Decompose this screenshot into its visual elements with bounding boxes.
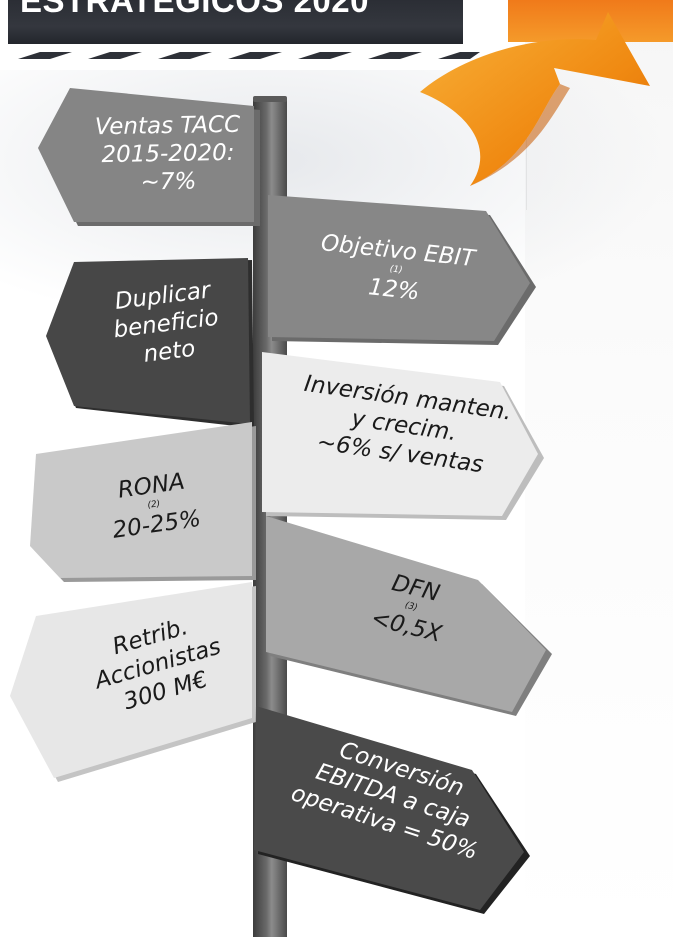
- sign-beneficio: Duplicar beneficio neto: [46, 258, 258, 430]
- sign-ebit: Objetivo EBIT(1) 12%: [268, 195, 538, 345]
- sign-conversion: Conversión EBITDA a caja operativa = 50%: [254, 704, 532, 914]
- sign-inversion: Inversión manten. y crecim. ~6% s/ venta…: [262, 352, 546, 520]
- dashed-separator: [18, 52, 480, 59]
- sign-ventas: Ventas TACC 2015-2020: ~7%: [38, 88, 263, 230]
- sign-rona: RONA(2) 20-25%: [30, 422, 258, 582]
- sign-ventas-line-2: 2015-2020:: [101, 139, 235, 169]
- sign-ventas-line-3: ~7%: [140, 168, 197, 196]
- curved-arrow-icon: [420, 0, 673, 186]
- signpost-pole-cap: [253, 96, 287, 102]
- sign-ventas-line-1: Ventas TACC: [94, 111, 241, 141]
- sign-retrib: Retrib. Accionistas 300 M€: [10, 582, 260, 782]
- header-banner: ESTRATÉGICOS 2020: [8, 0, 463, 44]
- page-title: ESTRATÉGICOS 2020: [20, 0, 369, 19]
- sign-dfn: DFN (3) <0,5X: [266, 516, 554, 716]
